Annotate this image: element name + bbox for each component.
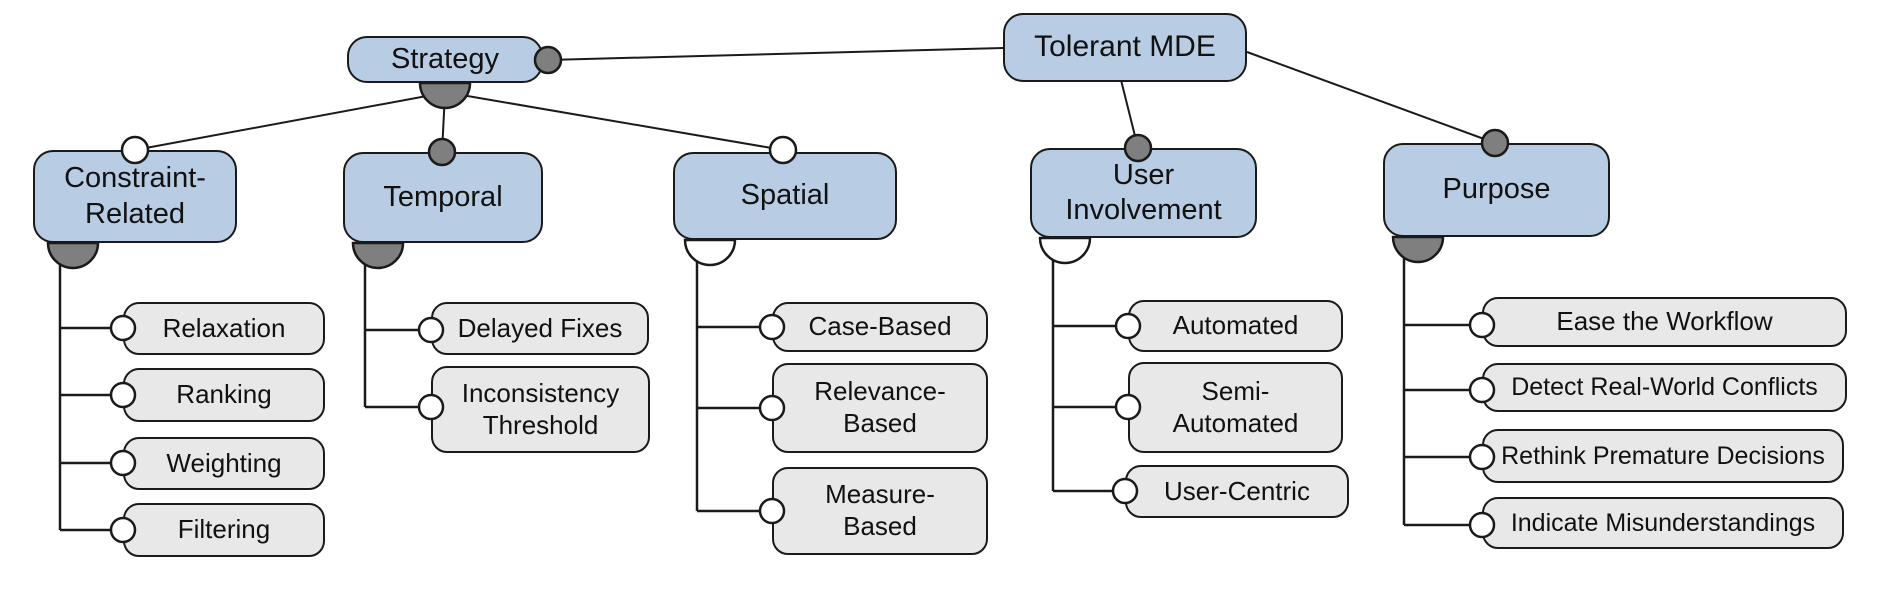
node-filtering: Filtering bbox=[123, 503, 325, 557]
node-tolerant-mde: Tolerant MDE bbox=[1003, 13, 1247, 82]
node-user-involvement: User Involvement bbox=[1030, 148, 1257, 238]
node-strategy: Strategy bbox=[347, 36, 543, 83]
node-temporal: Temporal bbox=[343, 152, 543, 243]
node-semi-automated: Semi- Automated bbox=[1128, 362, 1343, 453]
node-delayed-fixes: Delayed Fixes bbox=[431, 302, 649, 355]
node-relaxation: Relaxation bbox=[123, 302, 325, 355]
node-indicate-misunderstandings: Indicate Misunderstandings bbox=[1482, 497, 1844, 549]
node-detect-real-world-conflicts: Detect Real-World Conflicts bbox=[1482, 363, 1847, 412]
node-user-centric: User-Centric bbox=[1125, 465, 1349, 518]
node-weighting: Weighting bbox=[123, 437, 325, 490]
node-ranking: Ranking bbox=[123, 368, 325, 422]
node-inconsistency-threshold: Inconsistency Threshold bbox=[431, 366, 650, 453]
node-spatial: Spatial bbox=[673, 152, 897, 240]
node-case-based: Case-Based bbox=[772, 302, 988, 352]
node-automated: Automated bbox=[1128, 300, 1343, 352]
node-relevance-based: Relevance- Based bbox=[772, 363, 988, 453]
node-rethink-premature-decisions: Rethink Premature Decisions bbox=[1482, 429, 1844, 483]
node-purpose: Purpose bbox=[1383, 143, 1610, 237]
node-constraint-related: Constraint- Related bbox=[33, 150, 237, 243]
node-ease-the-workflow: Ease the Workflow bbox=[1482, 297, 1847, 347]
node-measure-based: Measure- Based bbox=[772, 467, 988, 555]
